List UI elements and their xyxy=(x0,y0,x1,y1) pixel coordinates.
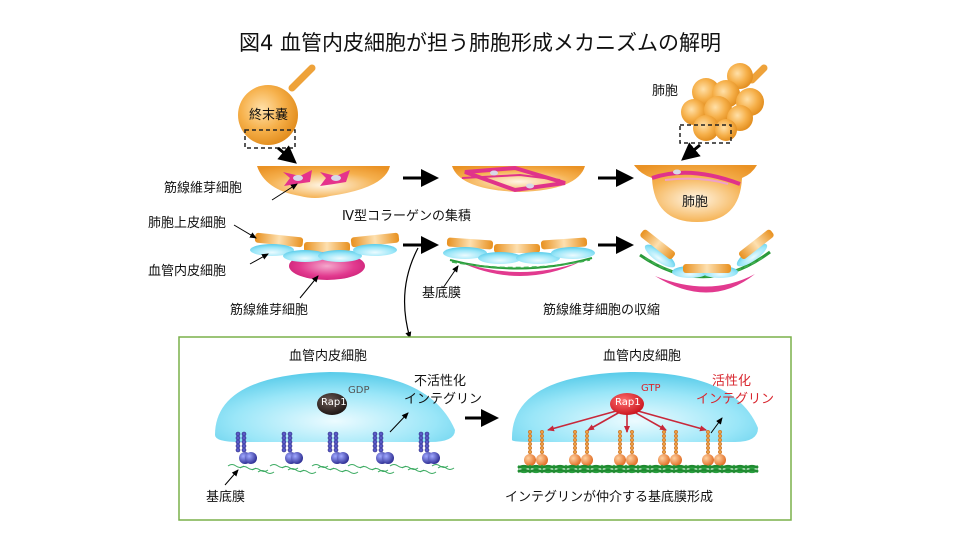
inset-basement-membrane-label: 基底膜 xyxy=(206,490,246,505)
inset-connector-arrow xyxy=(403,247,419,339)
zoom-box xyxy=(244,129,296,149)
gtp-label: GTP xyxy=(641,383,661,394)
inactive-integrin xyxy=(235,431,257,464)
inset-left-cell xyxy=(215,372,455,442)
stage1-tissue xyxy=(257,166,390,201)
zoom-box xyxy=(679,124,732,144)
bm-fiber xyxy=(517,468,759,474)
inactive-integrin-label-2: インテグリン xyxy=(404,392,483,407)
alveolus-cluster-label: 肺胞 xyxy=(652,84,679,99)
active-integrin xyxy=(658,429,682,466)
myofibroblast-label-mid: 筋線維芽細胞 xyxy=(230,303,309,318)
active-integrin-label-1: 活性化 xyxy=(712,374,752,389)
bm-fiber xyxy=(341,470,359,474)
myofibroblast-label-top: 筋線維芽細胞 xyxy=(164,181,243,196)
inactive-integrin xyxy=(281,431,303,464)
inactive-integrin xyxy=(418,431,440,464)
active-integrin xyxy=(614,429,638,466)
figure-title: 図4 血管内皮細胞が担う肺胞形成メカニズムの解明 xyxy=(238,31,722,55)
alveolar-epithelial-label: 肺胞上皮細胞 xyxy=(148,216,227,231)
inactive-integrin xyxy=(327,431,349,464)
basement-membrane-label: 基底膜 xyxy=(422,286,462,301)
inactive-integrin-label-1: 不活性化 xyxy=(414,374,467,389)
rap1-gdp-protein xyxy=(317,393,347,415)
zoom-arrow xyxy=(681,142,701,161)
bm-fiber xyxy=(257,470,275,474)
bm-fiber xyxy=(517,464,759,470)
bm-fiber xyxy=(377,470,395,474)
rap1-gdp-label: Rap1 xyxy=(321,397,347,408)
bm-fiber xyxy=(517,468,759,474)
terminal-sac-label: 終末嚢 xyxy=(249,108,289,123)
active-integrin xyxy=(702,429,726,466)
basement-membrane-dense xyxy=(517,464,759,474)
layer-stage-c xyxy=(639,229,774,293)
alveolus-section-label: 肺胞 xyxy=(682,195,709,210)
activation-arrow xyxy=(626,407,707,432)
integrin-bm-formation-caption: インテグリンが仲介する基底膜形成 xyxy=(505,490,714,505)
layer-stage-a xyxy=(233,224,400,299)
active-integrins xyxy=(524,429,726,466)
bm-fiber xyxy=(517,464,759,470)
layer-stage-b xyxy=(442,237,595,289)
activation-arrow xyxy=(547,407,628,432)
gdp-label: GDP xyxy=(348,385,370,396)
myofibroblast-cell-icon xyxy=(283,170,350,186)
active-integrin xyxy=(524,429,548,466)
terminal-sac-illustration xyxy=(238,64,316,164)
active-integrin xyxy=(569,429,593,466)
rap1-gtp-label: Rap1 xyxy=(615,397,641,408)
inset-left-cell-label: 血管内皮細胞 xyxy=(289,349,368,364)
bm-fiber xyxy=(299,470,317,474)
collagen-accumulation-label: Ⅳ型コラーゲンの集積 xyxy=(342,209,471,224)
inset-right-cell-label: 血管内皮細胞 xyxy=(603,349,682,364)
active-integrin-label-2: インテグリン xyxy=(696,392,775,407)
zoom-arrow xyxy=(277,145,297,164)
inactive-integrins xyxy=(235,431,440,464)
endothelial-label: 血管内皮細胞 xyxy=(148,264,227,279)
rap1-gtp-protein xyxy=(610,393,644,415)
bm-fiber xyxy=(437,466,455,470)
bm-fiber xyxy=(419,470,437,474)
stage3-alveolus-section xyxy=(634,165,757,222)
contraction-label: 筋線維芽細胞の収縮 xyxy=(543,303,661,318)
basement-membrane-sparse xyxy=(227,464,455,474)
stage2-tissue xyxy=(452,165,585,193)
inactive-integrin xyxy=(372,431,394,464)
alveolus-cluster-illustration xyxy=(679,63,768,161)
